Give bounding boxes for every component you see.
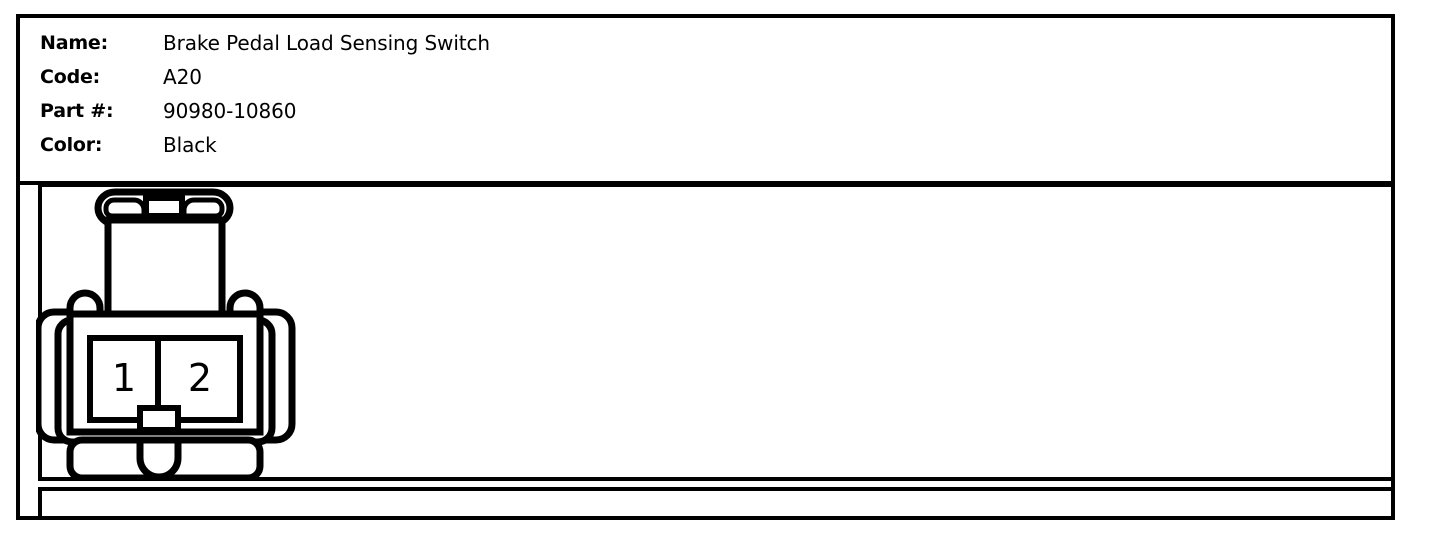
- part-number-value: 90980-10860: [163, 99, 297, 123]
- info-row-color: Color: Black: [40, 128, 940, 162]
- color-value: Black: [163, 133, 217, 157]
- notes-strip: [38, 487, 1395, 520]
- color-label: Color:: [40, 134, 103, 156]
- pin-number-1: 1: [112, 356, 136, 400]
- info-row-name: Name: Brake Pedal Load Sensing Switch: [40, 26, 940, 60]
- latch-eyelet-left: [103, 197, 147, 219]
- pin-number-2: 2: [188, 356, 212, 400]
- info-row-code: Code: A20: [40, 60, 940, 94]
- name-label: Name:: [40, 32, 109, 54]
- name-value: Brake Pedal Load Sensing Switch: [163, 31, 490, 55]
- latch-center-slot: [143, 195, 185, 219]
- latch-eyelet-right: [181, 197, 225, 219]
- bottom-center-notch: [136, 436, 182, 478]
- connector-drawing: 1 2: [36, 188, 296, 478]
- code-value: A20: [163, 65, 202, 89]
- top-latch-bar: [94, 188, 234, 228]
- connector-info-block: Name: Brake Pedal Load Sensing Switch Co…: [40, 26, 940, 162]
- center-keyway: [137, 405, 181, 433]
- connector-illustration: 1 2: [36, 186, 298, 478]
- part-number-label: Part #:: [40, 100, 114, 122]
- info-row-part-number: Part #: 90980-10860: [40, 94, 940, 128]
- code-label: Code:: [40, 66, 101, 88]
